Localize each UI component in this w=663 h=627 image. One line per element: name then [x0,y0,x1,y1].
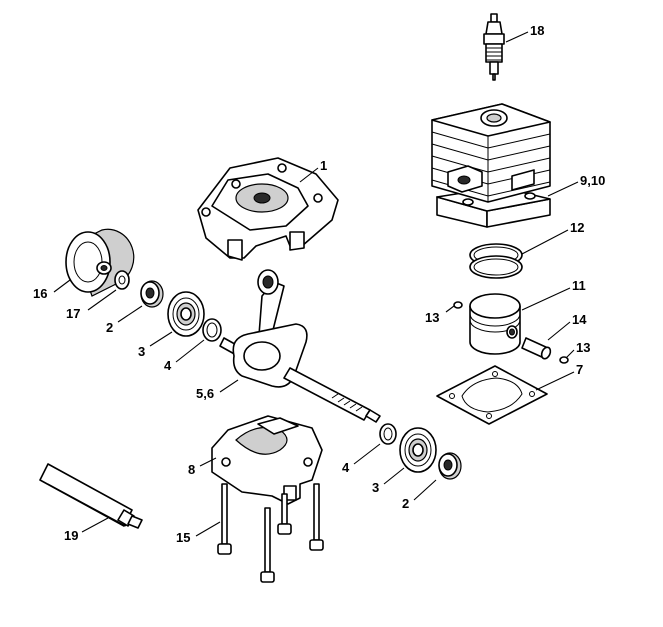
piston-pin-part [521,337,552,360]
screws-part [217,483,324,583]
spacer-right-part [379,423,397,445]
label-1: 1 [320,158,327,173]
label-5-6: 5,6 [196,386,214,401]
label-7: 7 [576,362,583,377]
circlip-upper-part [453,301,463,309]
leader-lines [53,31,579,537]
piston-part [469,293,521,355]
sealant-tube-part [39,463,143,529]
crankcase-upper-part [197,157,339,261]
label-11: 11 [572,278,586,293]
spark-plug-part [483,13,505,81]
label-9-10: 9,10 [580,173,605,188]
piston-rings-part [469,243,523,279]
label-2-right: 2 [402,496,409,511]
label-12: 12 [570,220,584,235]
crankshaft-part [219,269,381,423]
bearing-right-part [399,427,437,473]
label-16: 16 [33,286,47,301]
label-18: 18 [530,23,544,38]
label-14: 14 [572,312,587,327]
bearing-left-part [167,291,205,337]
label-17: 17 [66,306,80,321]
label-19: 19 [64,528,78,543]
crankcase-lower-part [211,415,323,505]
label-4-right: 4 [342,460,350,475]
label-15: 15 [176,530,190,545]
label-2-left: 2 [106,320,113,335]
seal-right-part [438,452,462,480]
spacer-left-part [202,318,222,342]
label-3-right: 3 [372,480,379,495]
circlip-lower-part [559,356,569,364]
gasket-part [436,365,548,425]
label-13-lower: 13 [576,340,590,355]
label-8: 8 [188,462,195,477]
label-4-left: 4 [164,358,172,373]
label-13-upper: 13 [425,310,439,325]
label-3-left: 3 [138,344,145,359]
washer-part [114,270,130,290]
cylinder-part [431,103,551,228]
seal-left-part [140,280,164,308]
